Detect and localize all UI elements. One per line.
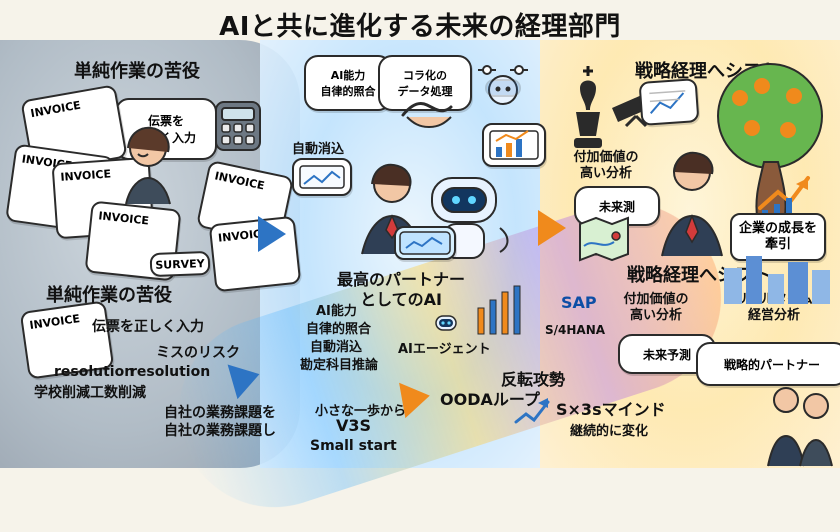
center-agent: AIエージェント (398, 342, 491, 357)
sap-logo: SAP (561, 293, 597, 312)
survey-tag: SURVEY (149, 250, 211, 278)
growth-card-text: 企業の成長を 牽引 (738, 221, 817, 252)
continuous-label: 継続的に変化 (570, 424, 649, 439)
invoice-card-5: INVOICE (208, 215, 302, 293)
growth-steps-icon (510, 380, 554, 432)
arrow-left-to-center (258, 216, 286, 252)
invoice-card-7-label: INVOICE (97, 209, 150, 228)
center-auto-erase: 自動消込 (292, 142, 345, 157)
future-forecast-text: 未来予測 (642, 347, 691, 362)
growth-bars-icon (468, 278, 530, 340)
left-bottom-item-1: 伝票を正しく入力 (92, 319, 204, 335)
chart-paper-card (638, 78, 700, 126)
center-ooda: OODAループ (440, 390, 540, 409)
drone-robot-icon (468, 60, 538, 116)
chart-card-left-icon (299, 165, 345, 189)
left-header: 単純作業の苦役 (74, 61, 200, 82)
center-partner-title: 最高のパートナー としてのAI (336, 270, 465, 309)
invoice-card-1-label: INVOICE (29, 98, 82, 121)
chart-card-right (482, 123, 546, 167)
center-ai-bubble-text: AI能力 自律的照合 (320, 69, 376, 98)
right-businessman-icon (646, 132, 736, 258)
calculator-icon (210, 98, 266, 154)
mindset-label: S×3sマインド (556, 400, 666, 419)
center-small-start-2: V3S (336, 416, 372, 435)
chess-king-icon (566, 60, 610, 152)
robot-small-icon (432, 312, 460, 338)
page-title: AIと共に進化する未来の経理部門 (219, 12, 621, 42)
tablet-icon (399, 231, 451, 255)
center-business-issues: 自社の業務課題を 自社の業務課題し (164, 405, 276, 439)
center-capability-2: 自律的照合 (306, 322, 372, 337)
chart-paper-icon (649, 90, 686, 114)
team-icon (760, 362, 840, 468)
chart-card-left (292, 158, 352, 196)
center-small-start-1: 小さな一歩から (315, 404, 407, 419)
robot-icon (414, 166, 514, 266)
center-collab-bubble: コラ化の データ処理 (378, 55, 472, 111)
invoice-card-4-label: INVOICE (213, 169, 266, 193)
right-value-add-2: 付加価値の 高い分析 (623, 292, 689, 323)
tablet-card (394, 226, 456, 260)
survey-tag-label: SURVEY (155, 256, 205, 272)
left-bottom-item-2: ミスのリスク (156, 345, 240, 361)
left-bottom-resolution-2: resolution (130, 364, 211, 380)
left-bottom-resolution-1: resolution (54, 364, 135, 380)
growth-arrow-icon (752, 164, 816, 220)
center-capability-3: 自動消込 (310, 340, 363, 355)
chart-card-right-icon (489, 130, 539, 160)
center-small-start-3: Small start (310, 438, 397, 454)
left-bottom-work-reduction: 学校削減工数削減 (34, 385, 146, 401)
handshake-icon (397, 93, 457, 133)
left-bottom-title: 単純作業の苦役 (46, 285, 172, 306)
sap-suffix: S/4HANA (545, 323, 606, 337)
growth-card: 企業の成長を 牽引 (730, 213, 826, 261)
right-value-add: 付加価値の 高い分析 (573, 150, 639, 181)
stressed-person-icon (108, 120, 188, 206)
city-skyline-icon (716, 246, 840, 304)
invoice-card-6-label: INVOICE (28, 312, 81, 332)
arrow-center-to-right (538, 210, 566, 246)
center-capability-1: AI能力 (316, 304, 357, 319)
map-icon (574, 214, 634, 264)
partner-bubble: 戦略的パートナー (696, 342, 840, 386)
future-bubble-text: 未来測 (598, 199, 635, 214)
center-counter-attack: 反転攻勢 (501, 370, 566, 389)
arrow-center-bottom (399, 377, 433, 419)
center-capability-4: 勘定科目推論 (300, 358, 379, 373)
